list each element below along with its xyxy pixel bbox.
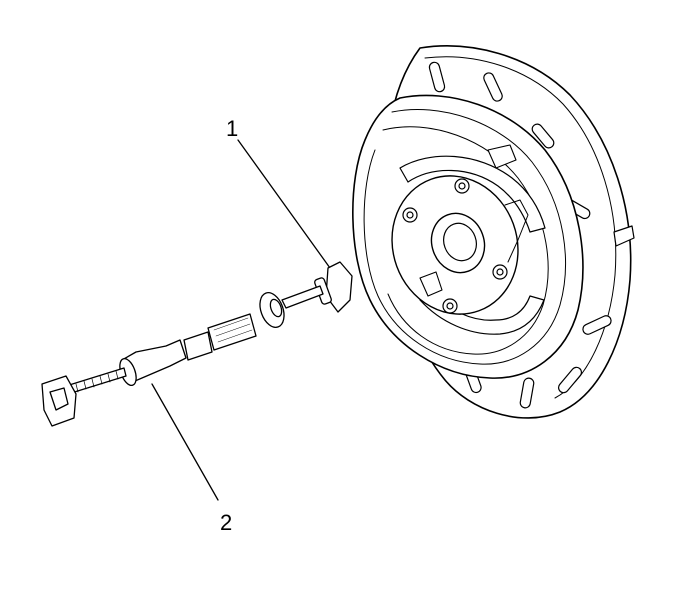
adapter-tip <box>325 261 353 313</box>
sleeve <box>207 313 257 351</box>
drum-rim-1 <box>363 108 566 365</box>
hub-bolt-holes <box>402 178 508 314</box>
hub-bore <box>443 222 477 262</box>
leader-line-2 <box>151 383 219 501</box>
parking-brake-lever <box>419 271 443 297</box>
flange-tab <box>613 225 635 247</box>
leader-line-1 <box>237 139 331 269</box>
flange-inner-edge <box>424 56 617 399</box>
callout-1: 1 <box>226 116 239 141</box>
sleeve-hatch <box>213 317 253 343</box>
brake-shoe-lower <box>419 291 545 335</box>
drum-rim-2 <box>382 126 549 355</box>
backing-plate-assembly <box>352 45 635 419</box>
callout-2: 2 <box>220 510 233 535</box>
anchor-pin <box>487 144 517 169</box>
t-handle-slot <box>49 387 69 411</box>
thread-marks <box>75 370 119 393</box>
washer-hub <box>269 298 283 318</box>
brake-shoe-upper <box>399 155 546 233</box>
adjuster-spring <box>504 199 529 263</box>
slide-hammer-tool <box>41 261 353 427</box>
shaft-upper <box>281 285 324 309</box>
threaded-rod <box>65 367 127 395</box>
coupling <box>183 331 213 361</box>
